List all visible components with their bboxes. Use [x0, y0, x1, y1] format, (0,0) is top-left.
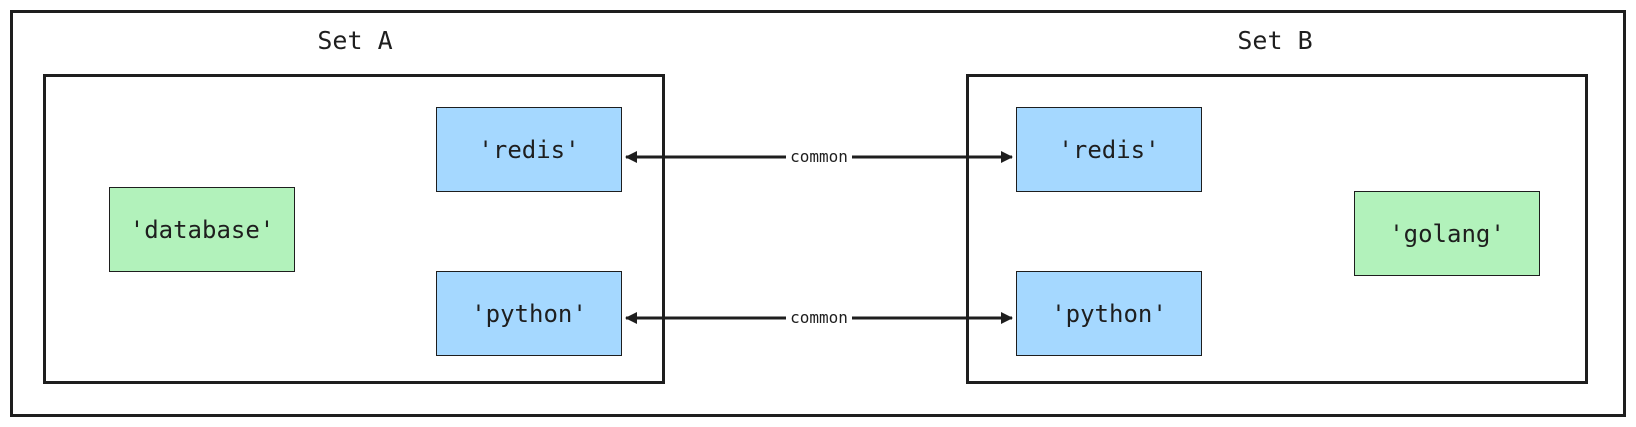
set-b-item-python: 'python'	[1016, 271, 1202, 356]
set-a-title: Set A	[317, 26, 393, 55]
edge-redis-label: common	[790, 147, 848, 166]
edge-redis-common: common	[625, 147, 1013, 166]
set-b-item-redis: 'redis'	[1016, 107, 1202, 192]
set-b-container	[966, 74, 1588, 384]
edge-python-label: common	[790, 308, 848, 327]
diagram-frame	[10, 10, 1626, 417]
set-b-item-golang: 'golang'	[1354, 191, 1540, 276]
set-a-item-python: 'python'	[436, 271, 622, 356]
edge-python-common: common	[625, 308, 1013, 327]
set-a-item-redis: 'redis'	[436, 107, 622, 192]
set-a-container	[43, 74, 665, 384]
set-b-title: Set B	[1237, 26, 1313, 55]
set-a-item-database: 'database'	[109, 187, 295, 272]
